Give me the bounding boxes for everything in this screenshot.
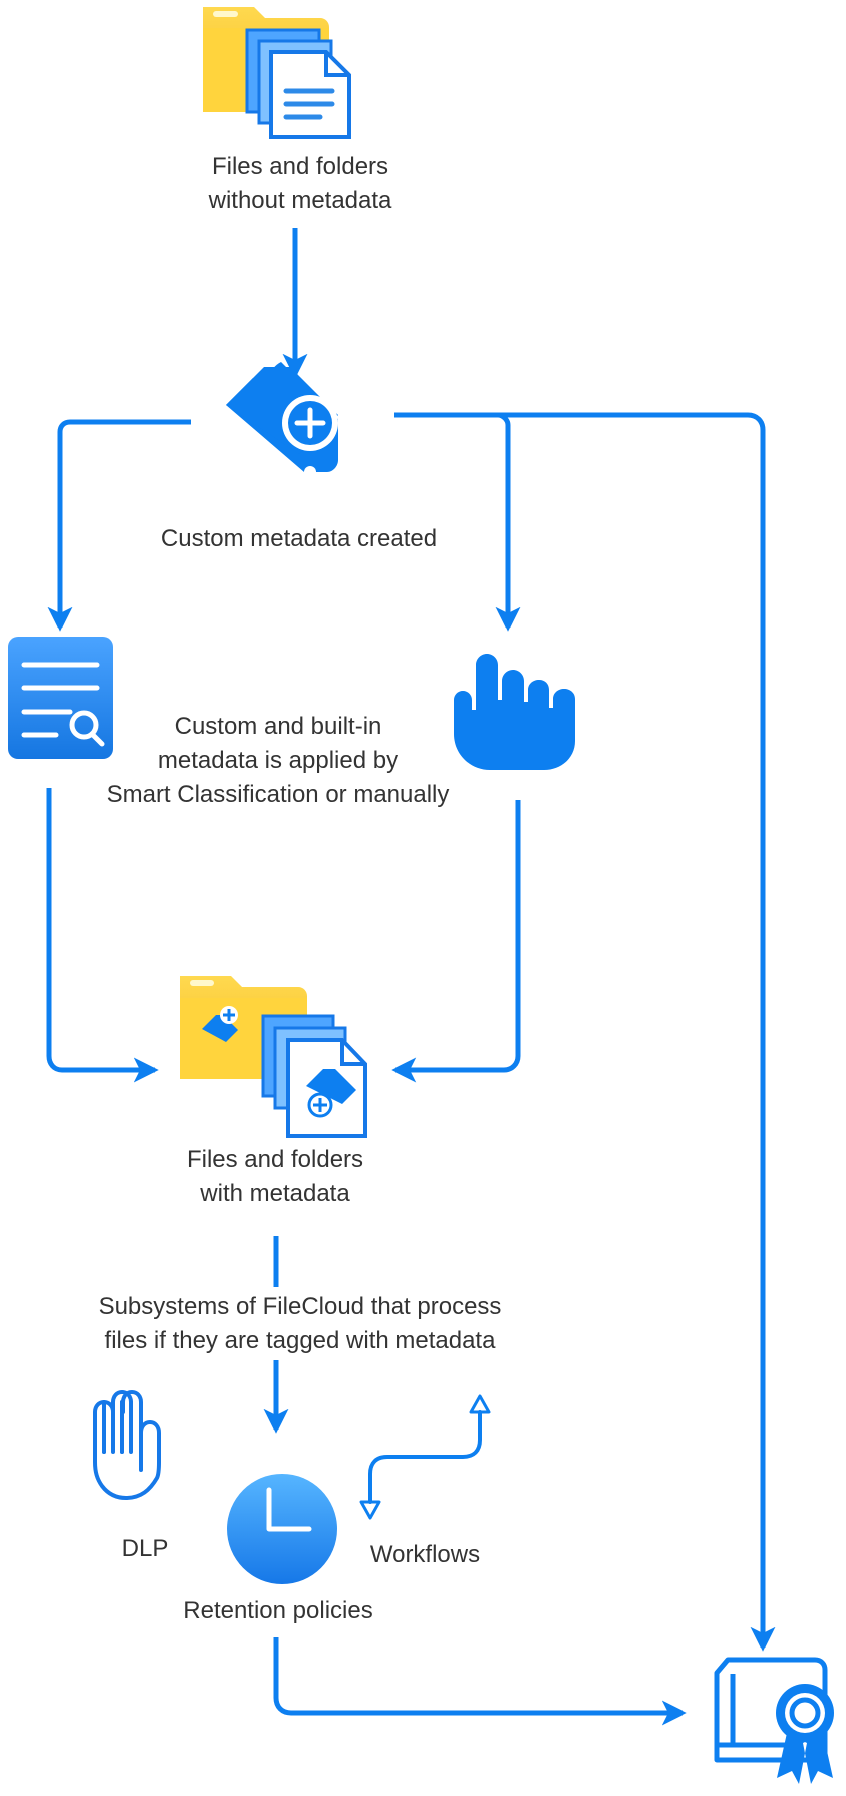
files-without-metadata-label: Files and folders without metadata [190,150,410,218]
dlp-label-text: DLP [121,1535,169,1562]
dlp-label: DLP [110,1532,180,1566]
metadata-applied-line-1: Custom and built-in [174,713,382,740]
folder-with-tagged-documents-icon [180,976,367,1138]
files-with-metadata-line-2: with metadata [200,1180,350,1207]
metadata-applied-line-3: Smart Classification or manually [106,781,450,808]
subsystems-line-1: Subsystems of FileCloud that process [98,1293,502,1320]
folder-with-documents-icon [203,7,351,139]
custom-metadata-created-label: Custom metadata created [129,522,469,556]
clock-icon [227,1474,337,1584]
subsystems-line-2: files if they are tagged with metadata [104,1327,496,1354]
files-with-metadata-label: Files and folders with metadata [160,1143,390,1211]
arrow-metadata-to-smart-classification [47,419,191,632]
certificate-icon [714,1657,834,1784]
workflows-label-text: Workflows [369,1541,481,1568]
arrow-smart-classification-to-tagged [46,788,159,1083]
workflows-label: Workflows [355,1538,495,1572]
files-without-metadata-line-2: without metadata [208,187,392,214]
files-with-metadata-line-1: Files and folders [186,1146,364,1173]
smart-classification-document-icon [8,637,113,759]
hand-pointer-icon [454,654,575,770]
arrow-metadata-to-compliance [394,412,776,1652]
bidirectional-arrow-icon [359,1394,491,1520]
retention-policies-label: Retention policies [158,1594,398,1628]
retention-policies-label-text: Retention policies [183,1597,373,1624]
arrow-manual-to-tagged [391,800,521,1083]
custom-metadata-created-text: Custom metadata created [160,525,438,552]
tag-add-icon [226,362,338,478]
subsystems-label: Subsystems of FileCloud that process fil… [50,1290,550,1358]
hand-stop-icon [93,1390,161,1500]
arrow-retention-to-compliance [273,1637,687,1726]
files-without-metadata-line-1: Files and folders [211,153,389,180]
metadata-applied-line-2: metadata is applied by [157,747,399,774]
metadata-applied-label: Custom and built-in metadata is applied … [68,710,488,812]
